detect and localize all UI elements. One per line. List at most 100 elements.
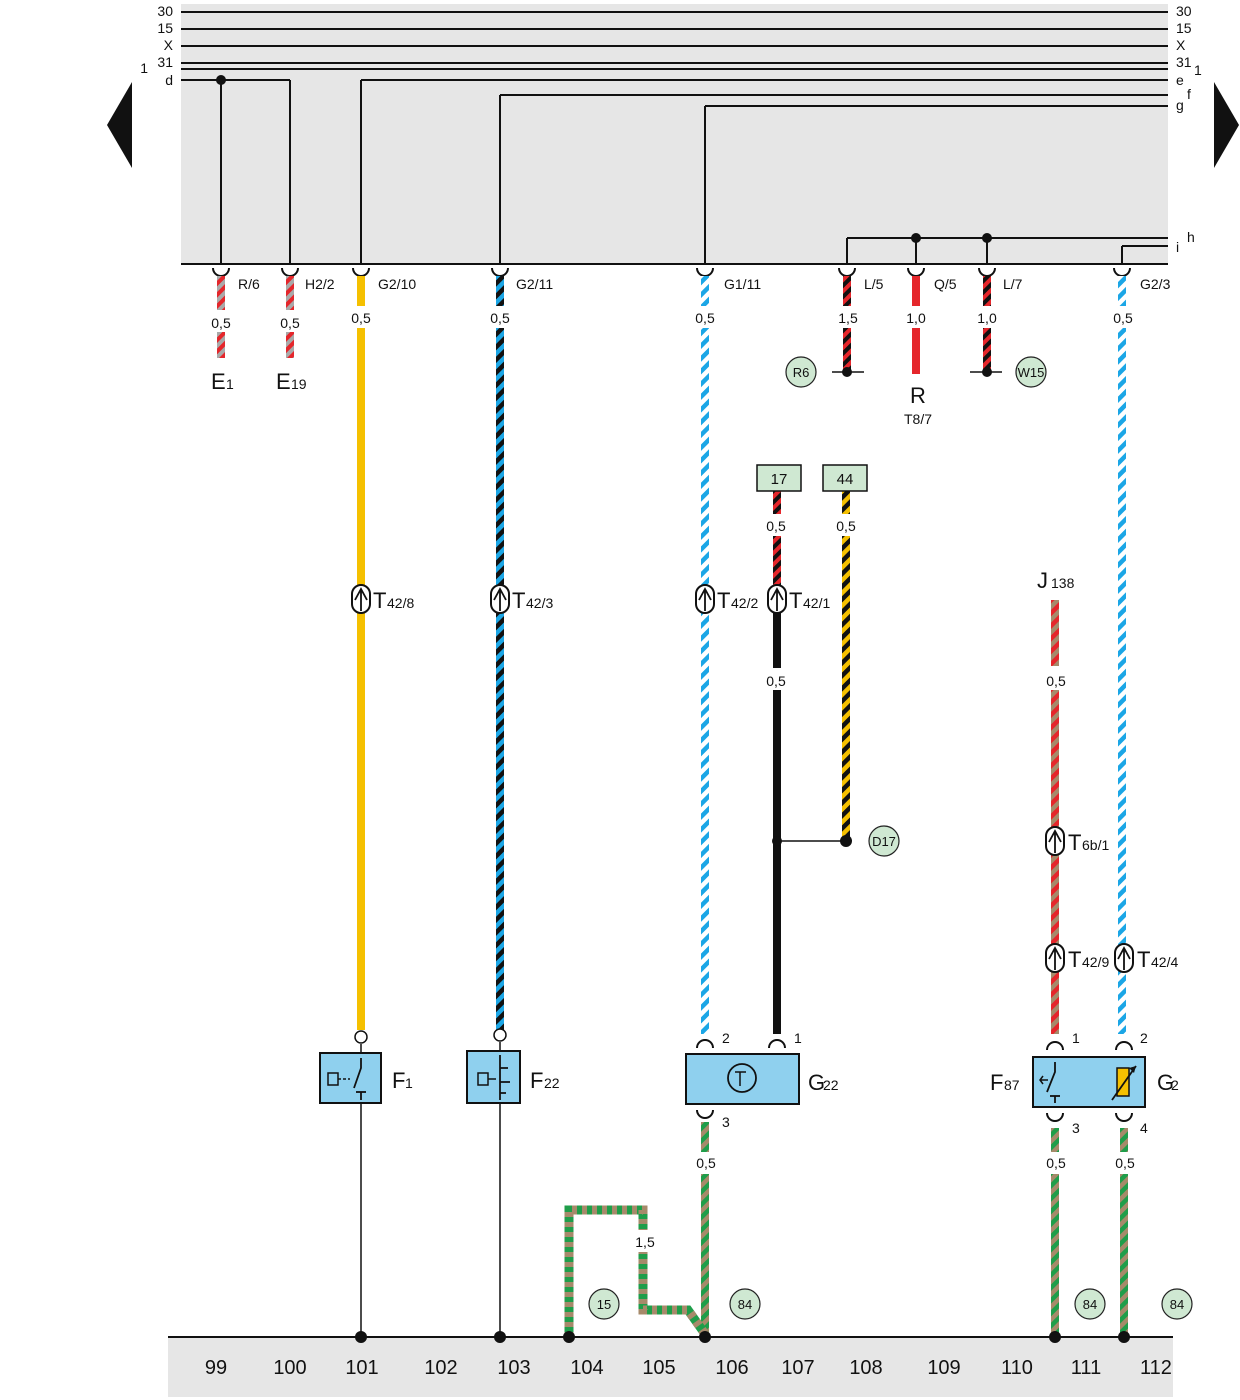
terminal-cup <box>281 267 299 277</box>
pin-cup <box>1115 1112 1133 1122</box>
component-r: R <box>910 383 926 408</box>
terminal-label: G2/3 <box>1140 276 1171 292</box>
ref-box-17[interactable] <box>756 464 802 492</box>
wire-brown-green <box>1051 1128 1059 1152</box>
component-f1: F <box>392 1068 405 1093</box>
wire-red-grey <box>217 332 225 358</box>
inline-connector-t42-8 <box>351 584 371 614</box>
component-g22-sub: 22 <box>823 1077 839 1093</box>
terminal-cup <box>352 267 370 277</box>
ref-box-44[interactable] <box>822 464 868 492</box>
column-number: 101 <box>345 1357 378 1379</box>
junction-dot <box>911 233 921 243</box>
connector-label-sub: 42/2 <box>731 595 758 611</box>
column-strip <box>168 1337 1173 1397</box>
wire-red-black <box>843 328 851 372</box>
component-r-pin: T8/7 <box>904 411 932 427</box>
terminal-open-circle <box>493 1028 507 1042</box>
ref-circle-84[interactable] <box>729 1288 761 1320</box>
terminal-cup <box>212 267 230 277</box>
rail-label-right: e <box>1176 72 1184 88</box>
wire-blue-white <box>1118 276 1126 306</box>
size-label-bg <box>630 1230 660 1252</box>
wire-size-label: 1,0 <box>906 310 926 326</box>
ref-circle-label: 15 <box>597 1297 611 1312</box>
junction-dot <box>355 1331 367 1343</box>
column-number: 106 <box>715 1357 748 1379</box>
ref-circle-84[interactable] <box>1161 1288 1193 1320</box>
junction-dot <box>982 233 992 243</box>
wire-blue-white <box>701 328 709 1034</box>
junction-dot <box>772 836 782 846</box>
connector-label: T <box>373 588 386 613</box>
wire-size-label: 0,5 <box>1046 1155 1066 1171</box>
column-number: 111 <box>1071 1357 1101 1379</box>
wire-brown-green <box>701 1122 709 1152</box>
connector-label: T <box>1068 947 1081 972</box>
pin-label: 4 <box>1140 1120 1148 1136</box>
ref-circle-label: W15 <box>1018 365 1045 380</box>
column-number: 104 <box>570 1357 603 1379</box>
wire-size-label: 0,5 <box>490 310 510 326</box>
ref-box-label: 17 <box>771 471 788 488</box>
ref-circle-84[interactable] <box>1074 1288 1106 1320</box>
terminal-label: H2/2 <box>305 276 335 292</box>
junction-dot <box>699 1331 711 1343</box>
component-g22: G <box>808 1070 825 1095</box>
rail-label-left: 31 <box>157 54 173 70</box>
wire-size-label: 0,5 <box>1046 673 1066 689</box>
connector-label-sub: 42/3 <box>526 595 553 611</box>
column-number: 102 <box>424 1357 457 1379</box>
wire-black <box>773 690 781 1034</box>
component-g22-box[interactable] <box>685 1053 800 1105</box>
column-number: 107 <box>781 1357 814 1379</box>
junction-dot <box>494 1331 506 1343</box>
terminal-cup <box>838 267 856 277</box>
wire-size-label: 1,0 <box>977 310 997 326</box>
wire-size-label: 0,5 <box>1115 1155 1135 1171</box>
next-sheet-arrow-icon[interactable] <box>1214 82 1239 168</box>
ref-circle-d17[interactable] <box>868 825 900 857</box>
rail-label-right: i <box>1176 239 1179 255</box>
ref-circle-15[interactable] <box>588 1288 620 1320</box>
wire-black-yellow <box>842 490 850 514</box>
component-f87-g2-box[interactable] <box>1032 1056 1146 1108</box>
component-f87-sub: 87 <box>1004 1077 1020 1093</box>
connector-label: T <box>789 588 802 613</box>
wire-black <box>773 612 781 668</box>
column-number: 109 <box>927 1357 960 1379</box>
component-f1-box[interactable] <box>319 1052 382 1104</box>
pin-cup <box>696 1039 714 1049</box>
pin-cup <box>768 1039 786 1049</box>
wire-black-blue <box>496 328 504 1030</box>
component-g2-sub: 2 <box>1171 1077 1179 1093</box>
component-f22-box[interactable] <box>466 1050 521 1104</box>
wire-red <box>912 276 920 306</box>
wire-red-grey <box>217 276 225 310</box>
wire-size-label: 0,5 <box>695 310 715 326</box>
ref-circle-label: 84 <box>1170 1297 1184 1312</box>
junction-dot <box>1118 1331 1130 1343</box>
terminal-label: L/5 <box>864 276 884 292</box>
wire-red-black <box>773 490 781 514</box>
wire-red-black <box>983 276 991 306</box>
ref-circle-label: 84 <box>738 1297 752 1312</box>
ref-circle-r6[interactable] <box>785 356 817 388</box>
component-j138: J <box>1037 568 1048 593</box>
component-f22-sub: 22 <box>544 1075 560 1091</box>
prev-sheet-arrow-icon[interactable] <box>107 82 132 168</box>
junction-dot <box>1049 1331 1061 1343</box>
wire-size-label: 1,5 <box>635 1234 655 1250</box>
wire-yellow <box>357 276 365 306</box>
component-f87: F <box>990 1070 1003 1095</box>
wire-blue-white <box>1118 328 1126 1034</box>
rail-label-left: X <box>164 37 174 53</box>
wire-size-label: 0,5 <box>696 1155 716 1171</box>
junction-dot <box>216 75 226 85</box>
rail-label-left: 15 <box>157 20 173 36</box>
ref-circle-w15[interactable] <box>1015 356 1047 388</box>
rail-label-left: 30 <box>157 3 173 19</box>
component-e19: E <box>276 369 291 394</box>
component-f22: F <box>530 1068 543 1093</box>
